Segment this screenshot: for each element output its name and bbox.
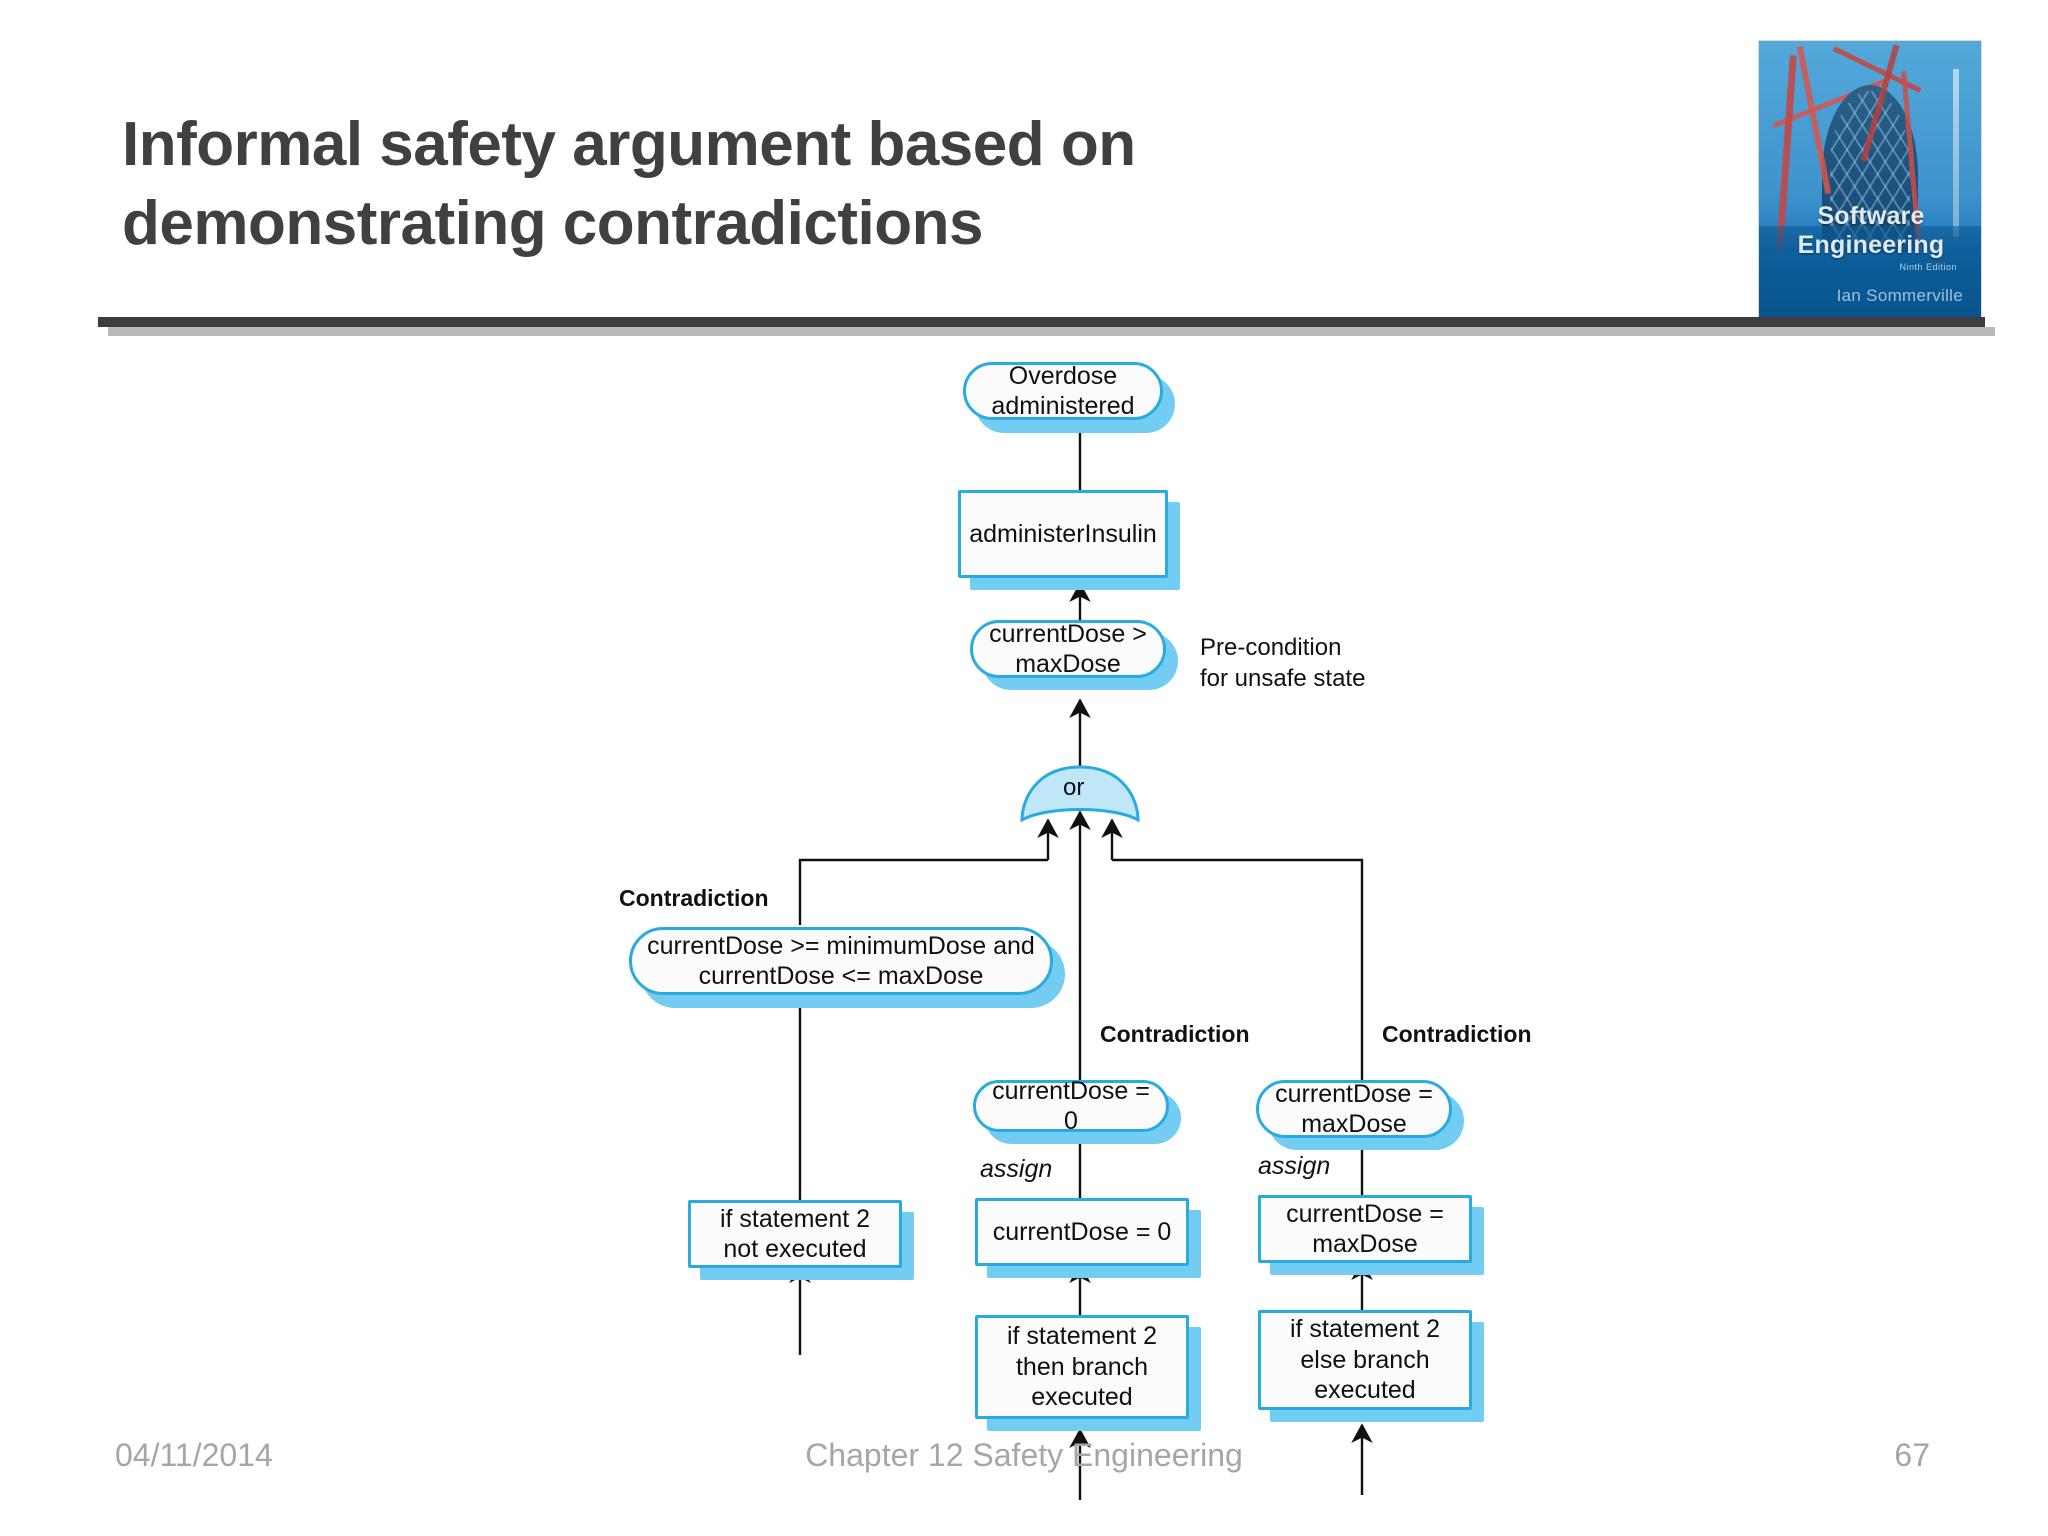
node-label: administerInsulin [969, 519, 1157, 548]
tower-icon [1953, 69, 1959, 237]
or-gate-label: or [1063, 774, 1085, 801]
cover-edition: Ninth Edition [1899, 262, 1957, 272]
node-label: currentDose = maxDose [1275, 1079, 1433, 1139]
node-if2-then-branch-executed: if statement 2 then branch executed [975, 1315, 1189, 1419]
assign-label-middle: assign [980, 1155, 1053, 1183]
node-assign-currentdose-maxdose: currentDose = maxDose [1258, 1195, 1472, 1263]
contradiction-label-middle: Contradiction [1100, 1021, 1250, 1047]
title-line-1: Informal safety argument based on [122, 110, 1136, 179]
node-if2-else-branch-executed: if statement 2 else branch executed [1258, 1310, 1472, 1410]
node-label: currentDose = 0 [992, 1076, 1150, 1136]
cover-ground [1759, 226, 1981, 318]
node-if2-not-executed: if statement 2 not executed [688, 1200, 902, 1268]
node-label: currentDose = 0 [992, 1217, 1172, 1246]
node-label: currentDose = maxDose [1286, 1199, 1444, 1259]
node-label: Overdose administered [991, 361, 1135, 421]
title-rule-shadow [108, 327, 1995, 336]
node-label: if statement 2 else branch executed [1289, 1315, 1441, 1405]
footer-date: 04/11/2014 [115, 1437, 273, 1473]
node-overdose-administered: Overdose administered [963, 362, 1163, 420]
gherkin-building-icon [1822, 85, 1918, 254]
contradiction-label-left: Contradiction [619, 885, 769, 911]
node-range-condition: currentDose >= minimumDose and currentDo… [629, 927, 1053, 995]
node-precondition-currentdose-gt-maxdose: currentDose > maxDose [970, 620, 1166, 678]
node-label: if statement 2 not executed [719, 1204, 871, 1264]
cover-title: Software Engineering [1797, 202, 1945, 259]
footer-chapter: Chapter 12 Safety Engineering [805, 1437, 1243, 1473]
footer-page-number: 67 [1894, 1437, 1930, 1473]
book-cover-logo: Software Engineering Ninth Edition Ian S… [1759, 41, 1981, 318]
node-label: currentDose >= minimumDose and currentDo… [647, 931, 1035, 991]
node-state-currentdose-maxdose: currentDose = maxDose [1256, 1080, 1452, 1138]
node-label: currentDose > maxDose [989, 619, 1147, 679]
or-gate-shape [1020, 765, 1140, 823]
page-title: Informal safety argument based on demons… [122, 105, 1682, 264]
node-state-currentdose-zero: currentDose = 0 [973, 1077, 1169, 1135]
cover-author: Ian Sommerville [1836, 286, 1963, 305]
node-label: if statement 2 then branch executed [1006, 1322, 1158, 1412]
contradiction-label-right: Contradiction [1382, 1021, 1532, 1047]
precondition-annotation: Pre-condition for unsafe state [1200, 634, 1366, 692]
title-line-2: demonstrating contradictions [122, 189, 983, 259]
node-assign-currentdose-zero: currentDose = 0 [975, 1198, 1189, 1266]
title-rule [98, 317, 1985, 327]
node-administer-insulin: administerInsulin [958, 490, 1168, 578]
assign-label-right: assign [1258, 1152, 1331, 1180]
